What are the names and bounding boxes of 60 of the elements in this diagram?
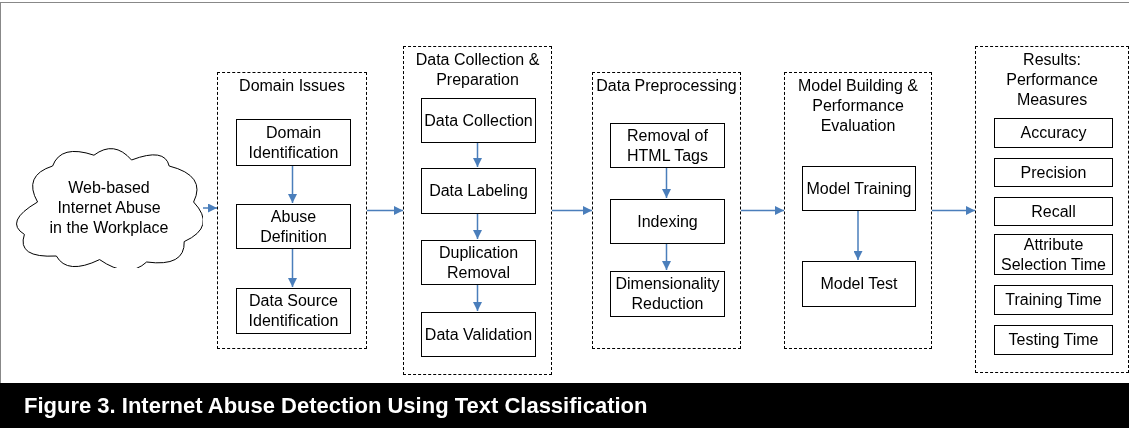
step-label: Data Labeling xyxy=(429,181,528,201)
step-label: Testing Time xyxy=(1008,330,1099,350)
step-label: Domain Identification xyxy=(247,122,340,163)
arrow xyxy=(931,206,976,215)
step-label: Accuracy xyxy=(1020,123,1087,143)
stage-heading: Data Preprocessing xyxy=(596,76,737,96)
process-box xyxy=(802,261,916,307)
stage-panel xyxy=(217,72,367,349)
step-label: Dimensionality Reduction xyxy=(614,274,721,314)
arrow xyxy=(740,206,785,215)
process-box xyxy=(610,199,725,244)
stage-heading: Data Collection & Preparation xyxy=(414,50,541,90)
step-label: Attribute Selection Time xyxy=(1000,234,1107,275)
process-box xyxy=(421,98,536,143)
arrow xyxy=(288,247,297,288)
arrow xyxy=(662,166,671,199)
process-box xyxy=(236,204,351,249)
step-label: Web-based Internet Abuse in the Workplace xyxy=(49,178,169,238)
process-box xyxy=(994,197,1113,226)
process-box xyxy=(802,166,916,211)
stage-panel xyxy=(403,46,552,375)
process-box xyxy=(421,240,536,285)
process-box xyxy=(994,158,1113,187)
stage-panel xyxy=(975,46,1129,373)
step-label: Data Collection xyxy=(424,110,533,131)
step-label: Training Time xyxy=(1005,290,1102,310)
step-label: Data Validation xyxy=(424,324,533,345)
step-label: Duplication Removal xyxy=(437,242,520,283)
process-box xyxy=(421,168,536,214)
stage-heading: Model Building & Performance Evaluation xyxy=(796,76,920,136)
arrow xyxy=(473,283,482,312)
arrow xyxy=(473,141,482,168)
stage-panel xyxy=(592,72,741,349)
step-label: Removal of HTML Tags xyxy=(626,125,709,166)
arrow xyxy=(202,203,218,213)
step-label: Indexing xyxy=(637,211,698,232)
arrow xyxy=(551,206,593,215)
step-label: Abuse Definition xyxy=(259,206,328,247)
arrow xyxy=(473,212,482,240)
process-box xyxy=(610,123,725,168)
step-label: Model Test xyxy=(820,274,898,294)
stage-heading: Domain Issues xyxy=(239,76,345,96)
process-box xyxy=(236,119,351,166)
arrow xyxy=(288,164,297,204)
step-label: Data Source Identification xyxy=(247,291,340,331)
arrow xyxy=(662,242,671,271)
step-label: Precision xyxy=(1020,162,1087,183)
step-label: Model Training xyxy=(806,178,912,199)
process-box xyxy=(421,312,536,357)
stage-panel xyxy=(784,72,932,349)
cloud-shape xyxy=(15,148,203,268)
step-label: Recall xyxy=(1031,201,1076,222)
figure-caption: Figure 3. Internet Abuse Detection Using Text Classification xyxy=(24,393,648,419)
arrow xyxy=(366,206,404,215)
arrow xyxy=(853,209,863,261)
process-box xyxy=(236,288,351,334)
process-box xyxy=(994,285,1113,315)
process-box xyxy=(994,325,1113,355)
process-box xyxy=(994,118,1113,148)
stage-heading: Results: Performance Measures xyxy=(1005,50,1099,110)
